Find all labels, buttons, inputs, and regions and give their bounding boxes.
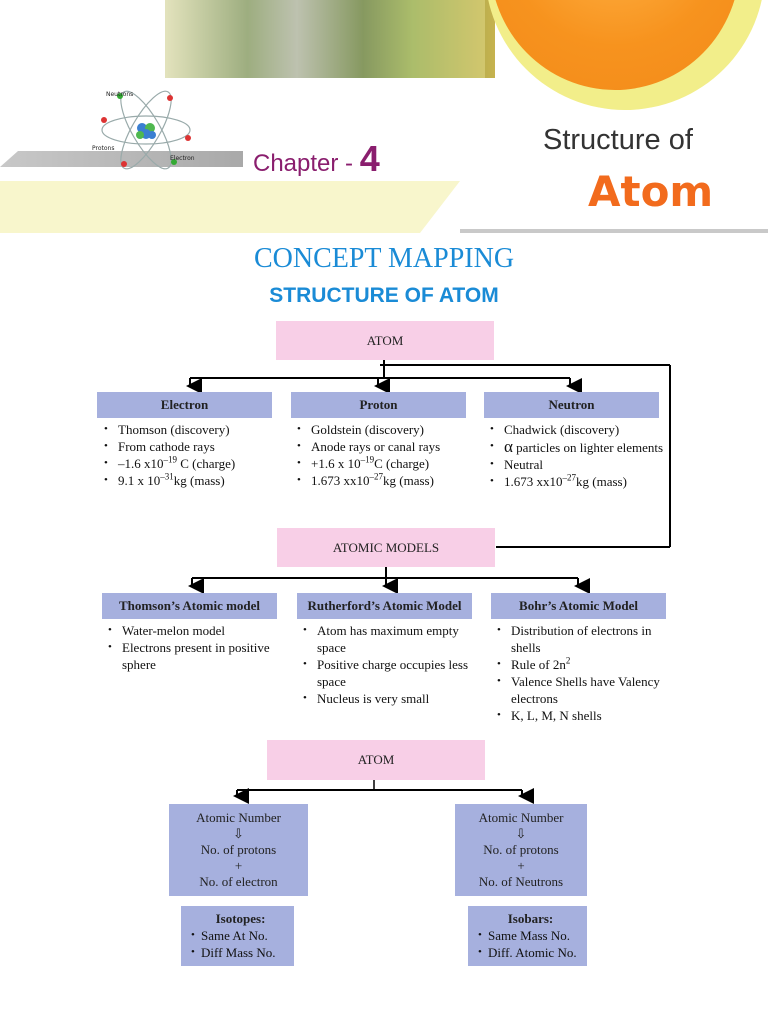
- isobars-title: Isobars:: [507, 911, 554, 926]
- proton-list: Goldstein (discovery) Anode rays or cana…: [293, 421, 478, 489]
- list-item: Valence Shells have Valency electrons: [493, 673, 663, 707]
- list-item: Water-melon model: [104, 622, 284, 639]
- isotopes-box: Isotopes: Same At No. Diff Mass No.: [181, 906, 294, 966]
- isotopes-title: Isotopes:: [215, 911, 266, 926]
- list-item: α particles on lighter elements: [486, 438, 666, 456]
- header-divider: [460, 229, 768, 233]
- list-item: Anode rays or canal rays: [293, 438, 478, 455]
- logo-label-protons: Protons: [92, 145, 114, 152]
- list-item: Neutral: [486, 456, 666, 473]
- list-item: Positive charge occupies less space: [299, 656, 469, 690]
- alpha-symbol: α: [504, 437, 513, 456]
- list-item: Same At No.: [187, 927, 294, 944]
- neutron-header: Neutron: [484, 392, 659, 418]
- page-title-line2: Atom: [588, 167, 714, 216]
- structure-of-atom-subheading: STRUCTURE OF ATOM: [269, 284, 499, 307]
- proton-header: Proton: [291, 392, 466, 418]
- header-yellow-band: [0, 181, 460, 233]
- concept-mapping-heading: CONCEPT MAPPING: [253, 243, 515, 274]
- box-line: No. of protons: [200, 842, 277, 857]
- box-line: No. of protons: [483, 842, 559, 857]
- atom-logo-icon: Neutrons Protons Electron: [92, 90, 195, 170]
- box-line: No. of Neutrons: [478, 874, 564, 889]
- logo-label-electron: Electron: [170, 155, 195, 162]
- bohr-list: Distribution of electrons in shells Rule…: [493, 622, 663, 724]
- box-line: Atomic Number: [478, 810, 564, 825]
- chapter-number: 4: [359, 138, 380, 179]
- header-photo-banner: [165, 0, 495, 78]
- isobars-box: Isobars: Same Mass No. Diff. Atomic No.: [468, 906, 587, 966]
- atomic-models-node: ATOMIC MODELS: [277, 528, 495, 567]
- list-item: 1.673 xx10–27kg (mass): [486, 473, 666, 490]
- list-item: –1.6 x10–19 C (charge): [100, 455, 280, 472]
- list-item: 9.1 x 10–31kg (mass): [100, 472, 280, 489]
- chapter-label: Chapter - 4: [253, 138, 380, 179]
- thomson-list: Water-melon model Electrons present in p…: [104, 622, 284, 673]
- electron-header: Electron: [97, 392, 272, 418]
- header-banner-overlay: [165, 0, 485, 78]
- list-item: Nucleus is very small: [299, 690, 469, 707]
- rutherford-list: Atom has maximum empty space Positive ch…: [299, 622, 469, 707]
- list-item: Electrons present in positive sphere: [104, 639, 284, 673]
- list-item: Atom has maximum empty space: [299, 622, 469, 656]
- atom-top-node: ATOM: [276, 321, 494, 360]
- list-item: Distribution of electrons in shells: [493, 622, 663, 656]
- thomson-model-header: Thomson’s Atomic model: [102, 593, 277, 619]
- down-arrow-icon: ⇩: [515, 826, 527, 841]
- list-item: Rule of 2n2: [493, 656, 663, 673]
- atom-bottom-node: ATOM: [267, 740, 485, 780]
- neutron-list: Chadwick (discovery) α particles on ligh…: [486, 421, 666, 490]
- list-item: Goldstein (discovery): [293, 421, 478, 438]
- chapter-bar: [0, 151, 243, 167]
- electron-list: Thomson (discovery) From cathode rays –1…: [100, 421, 280, 489]
- list-item: 1.673 xx10–27kg (mass): [293, 472, 478, 489]
- atomic-number-electron-box: Atomic Number ⇩ No. of protons + No. of …: [169, 804, 308, 896]
- list-item: Thomson (discovery): [100, 421, 280, 438]
- box-line: Atomic Number: [196, 810, 281, 825]
- page-title-line1: Structure of: [543, 124, 693, 156]
- down-arrow-icon: ⇩: [233, 826, 244, 841]
- list-item: +1.6 x 10–19C (charge): [293, 455, 478, 472]
- plus-sign: +: [517, 858, 525, 873]
- box-line: No. of electron: [199, 874, 278, 889]
- logo-label-neutrons: Neutrons: [106, 91, 133, 98]
- list-item: Same Mass No.: [474, 927, 587, 944]
- rutherford-model-header: Rutherford’s Atomic Model: [297, 593, 472, 619]
- list-item: Chadwick (discovery): [486, 421, 666, 438]
- list-item: From cathode rays: [100, 438, 280, 455]
- list-item: Diff. Atomic No.: [474, 944, 587, 961]
- list-item: K, L, M, N shells: [493, 707, 663, 724]
- list-item: Diff Mass No.: [187, 944, 294, 961]
- atomic-number-neutron-box: Atomic Number ⇩ No. of protons + No. of …: [455, 804, 587, 896]
- plus-sign: +: [234, 858, 243, 873]
- bohr-model-header: Bohr’s Atomic Model: [491, 593, 666, 619]
